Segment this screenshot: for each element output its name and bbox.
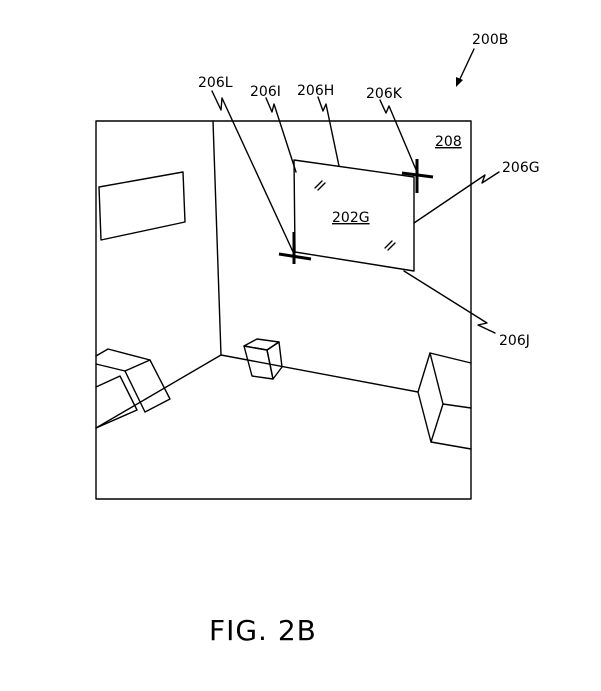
small-cube <box>243 338 283 380</box>
label-206I: 206I <box>250 84 281 100</box>
room-corner-lines <box>95 120 419 429</box>
leader-206G <box>413 171 500 224</box>
display-surface-202G <box>293 159 415 272</box>
label-206G: 206G <box>502 160 540 176</box>
sofa <box>95 348 171 429</box>
leader-206I <box>265 97 297 173</box>
label-206K: 206K <box>366 86 403 102</box>
wall-painting <box>98 171 186 241</box>
arrow-200B <box>456 48 475 87</box>
leader-lines <box>211 90 500 334</box>
cabinet <box>417 352 472 450</box>
leader-206K <box>379 99 418 173</box>
label-200B: 200B <box>472 32 508 48</box>
leader-206J <box>403 270 496 334</box>
label-208: 208 <box>435 134 462 150</box>
figure-caption: FIG. 2B <box>209 614 317 647</box>
display-hash-marks <box>314 180 396 251</box>
room-frame <box>95 120 472 500</box>
marker-crosshair-upper <box>401 159 434 193</box>
leader-206H <box>317 96 340 167</box>
label-206L: 206L <box>198 75 233 91</box>
label-206H: 206H <box>297 83 334 99</box>
marker-crosshair-lower <box>278 232 312 264</box>
leader-206L <box>211 90 295 255</box>
label-206J: 206J <box>499 333 530 349</box>
label-202G: 202G <box>332 210 370 226</box>
